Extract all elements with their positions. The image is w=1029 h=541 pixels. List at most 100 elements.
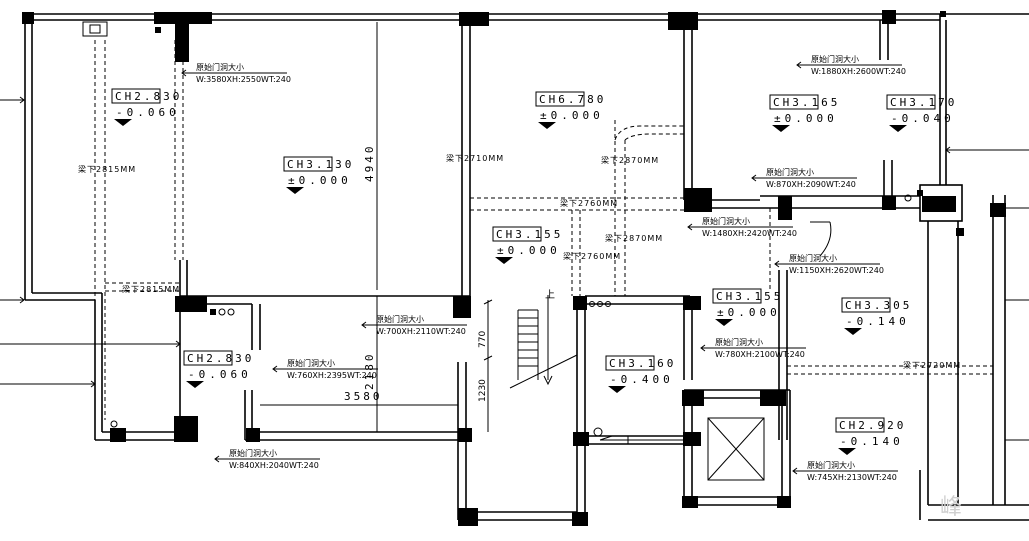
dimension-label: 1230: [478, 379, 488, 402]
elevation-marker: [772, 125, 790, 132]
fixtures: [82, 21, 912, 445]
room-label-box: [886, 94, 936, 110]
door-note-title: 原始门洞大小: [807, 460, 855, 470]
elevation-marker: [186, 381, 204, 388]
door-note-size: W:870XH:2090WT:240: [766, 180, 856, 189]
room-label: CH3.165 ±0.000: [769, 94, 840, 132]
floor-elevation: -0.060: [188, 368, 252, 381]
stair-up-label: 上: [545, 289, 555, 301]
room-label-box: [111, 88, 161, 104]
floor-elevation: ±0.000: [540, 109, 604, 122]
door-note-title: 原始门洞大小: [715, 337, 763, 347]
room-label: CH3.130±0.000: [283, 156, 352, 194]
room-label-box: [535, 91, 585, 107]
room-label: CH2.830 -0.060: [183, 350, 254, 388]
elevation-marker: [538, 122, 556, 129]
door-opening-note: 原始门洞大小 W:1880XH:2600WT:240: [796, 54, 906, 76]
floor-elevation: ±0.000: [774, 112, 838, 125]
door-note-size: W:745XH:2130WT:240: [807, 473, 897, 482]
elevation-marker: [715, 319, 733, 326]
room-label-box: [835, 417, 885, 433]
leader-arrow: [796, 61, 802, 69]
door-note-title: 原始门洞大小: [811, 54, 859, 64]
door-note-title: 原始门洞大小: [287, 358, 335, 368]
room-label: CH3.305-0.140: [841, 297, 910, 335]
dimension-label: 770: [478, 331, 488, 348]
room-label: CH6.780±0.000: [535, 91, 604, 129]
room-label-box: [283, 156, 333, 172]
leader-arrow: [181, 69, 187, 77]
ceiling-height: CH3.155: [716, 290, 783, 303]
room-label: CH2.830 -0.060: [111, 88, 182, 126]
floor-elevation: -0.140: [846, 315, 910, 328]
leader-arrow: [774, 260, 780, 268]
stair: [509, 295, 578, 389]
room-label: CH2.920-0.140: [835, 417, 904, 455]
beam-note: 梁下2815MM: [122, 285, 180, 294]
leader-arrow: [700, 344, 706, 352]
door-note-size: W:1150XH:2620WT:240: [789, 266, 884, 275]
watermark: 峰: [940, 495, 962, 520]
leader-arrow: [751, 174, 757, 182]
ceiling-height: CH3.155: [496, 228, 563, 241]
ceiling-height: CH3.160: [609, 357, 676, 370]
ceiling-height: CH3.165: [773, 96, 840, 109]
floor-elevation: ±0.000: [717, 306, 781, 319]
elevation-marker: [608, 386, 626, 393]
elevation-marker: [286, 187, 304, 194]
room-label-box: [712, 288, 762, 304]
room-label-box: [605, 355, 655, 371]
floor-elevation: -0.140: [840, 435, 904, 448]
door-note-title: 原始门洞大小: [766, 167, 814, 177]
dimension-label: 2180: [363, 352, 376, 391]
beam-note: 梁下2870MM: [605, 234, 663, 243]
room-labels: CH2.830-0.060CH3.130±0.000CH6.780±0.000C…: [111, 88, 957, 455]
floor-elevation: -0.060: [116, 106, 180, 119]
room-label-box: [769, 94, 819, 110]
room-label: CH3.155 ±0.000: [712, 288, 783, 326]
elevation-marker: [889, 125, 907, 132]
structural-columns: [22, 10, 1006, 526]
floor-elevation: -0.400: [610, 373, 674, 386]
beam-note: 梁下2710MM: [446, 154, 504, 163]
floor-elevation: ±0.000: [497, 244, 561, 257]
room-label-box: [183, 350, 233, 366]
beam-note: 梁下2760MM: [563, 252, 621, 261]
leader-arrow: [687, 223, 693, 231]
elevation-marker: [844, 328, 862, 335]
door-note-size: W:1880XH:2600WT:240: [811, 67, 906, 76]
beam-note: 梁下2760MM: [560, 199, 618, 208]
dimension-labels: 4940 2180 3580 770 1230: [344, 144, 488, 404]
room-label-box: [492, 226, 542, 242]
dimension-label: 4940: [363, 144, 376, 183]
door-opening-note: 原始门洞大小 W:870XH:2090WT:240: [751, 167, 857, 189]
beam-note: 梁下2720MM: [903, 361, 961, 370]
leader-arrow: [361, 321, 367, 329]
elevation-marker: [114, 119, 132, 126]
beam-note: 梁下2870MM: [601, 156, 659, 165]
dimension-label: 3580: [344, 390, 383, 403]
room-label-box: [841, 297, 891, 313]
door-notes: 原始门洞大小W:3580XH:2550WT:240原始门洞大小W:1880XH:…: [181, 54, 906, 482]
beam-note: 梁下2815MM: [78, 165, 136, 174]
room-label: CH3.170-0.040: [886, 94, 957, 132]
door-opening-note: 原始门洞大小 W:745XH:2130WT:240: [792, 460, 898, 482]
leader-arrow: [792, 467, 798, 475]
door-note-size: W:1480XH:2420WT:240: [702, 229, 797, 238]
floor-elevation: ±0.000: [288, 174, 352, 187]
beam-lines: [94, 40, 993, 420]
ceiling-height: CH2.830: [115, 90, 182, 103]
ceiling-height: CH3.170: [890, 96, 957, 109]
ceiling-height: CH2.830: [187, 352, 254, 365]
room-label: CH3.160 -0.400: [605, 355, 676, 393]
leader-arrow: [214, 455, 220, 463]
door-note-title: 原始门洞大小: [196, 62, 244, 72]
leader-arrow: [272, 365, 278, 373]
